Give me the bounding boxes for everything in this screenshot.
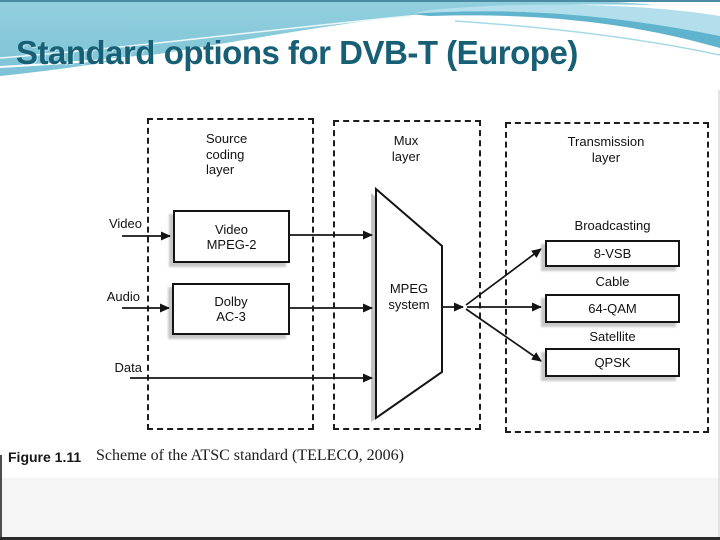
input-label-video: Video	[108, 216, 142, 231]
slide-title: Standard options for DVB-T (Europe)	[16, 34, 578, 71]
modulation-box-64qam: 64-QAM	[545, 294, 680, 323]
right-edge-line	[718, 90, 720, 537]
figure-caption: Scheme of the ATSC standard (TELECO, 200…	[96, 447, 404, 464]
mux-layer-box	[333, 120, 481, 430]
figure-number-label: Figure 1.11	[8, 449, 82, 465]
channel-label-satellite: Satellite	[589, 329, 636, 344]
dolby-ac3-box: Dolby AC-3	[172, 283, 290, 335]
top-border-line	[0, 0, 720, 2]
channel-label-cable: Cable	[595, 274, 630, 289]
bottom-strip	[0, 478, 720, 537]
wave-header-graphic	[0, 0, 720, 76]
source-coding-layer-title: Source coding layer	[206, 131, 248, 177]
input-label-audio: Audio	[106, 289, 140, 304]
mpeg-system-label: MPEG system	[388, 281, 430, 312]
modulation-box-qpsk: QPSK	[545, 348, 680, 377]
input-label-data: Data	[114, 360, 142, 375]
bottom-border-line	[0, 537, 720, 540]
video-mpeg2-box: Video MPEG-2	[173, 210, 290, 263]
source-coding-layer-box	[147, 118, 314, 430]
scan-edge-artifact	[0, 455, 2, 540]
transmission-layer-title: Transmission layer	[567, 134, 645, 165]
channel-label-broadcasting: Broadcasting	[574, 218, 651, 233]
mux-layer-title: Mux layer	[391, 133, 421, 164]
modulation-box-8vsb: 8-VSB	[545, 240, 680, 267]
